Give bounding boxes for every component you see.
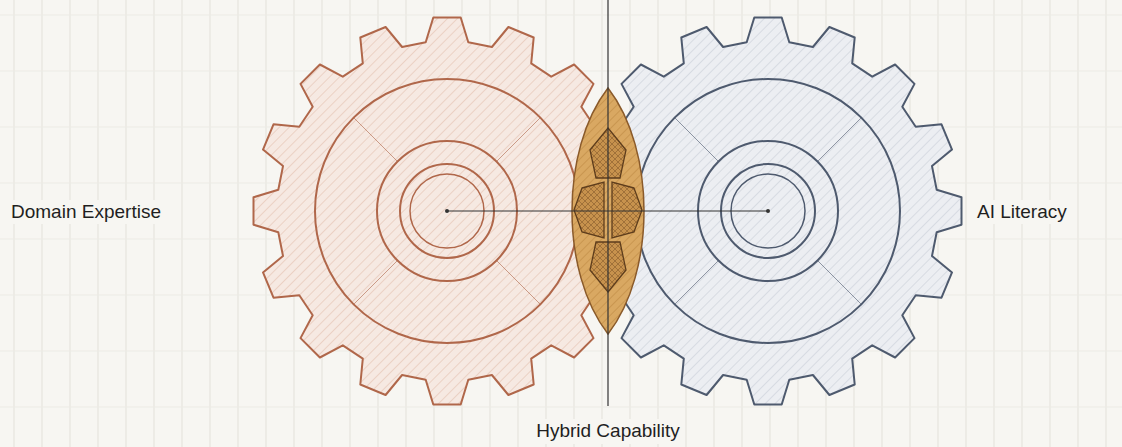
gear-spoke [496, 118, 540, 162]
center-dot [445, 209, 449, 213]
grid-line [0, 407, 1122, 408]
grid-line [0, 15, 1122, 16]
gear-spoke [817, 260, 861, 304]
grid-line [1106, 0, 1107, 447]
grid-line [238, 0, 239, 447]
gear-label: AI Literacy [974, 200, 1070, 225]
gear-spoke [496, 260, 540, 304]
grid-line [1078, 0, 1079, 447]
gear-spoke [817, 118, 861, 162]
gear-label: Hybrid Capability [533, 419, 683, 444]
gear-spoke [675, 118, 719, 162]
vertical-axis [607, 0, 608, 406]
gear-spoke [354, 260, 398, 304]
gear-spoke [675, 260, 719, 304]
grid-line [966, 0, 967, 447]
horizontal-axis [447, 210, 768, 211]
grid-line [182, 0, 183, 447]
gear-label: Domain Expertise [8, 200, 164, 225]
center-dot [766, 209, 770, 213]
grid-line [210, 0, 211, 447]
gear-spoke [354, 118, 398, 162]
